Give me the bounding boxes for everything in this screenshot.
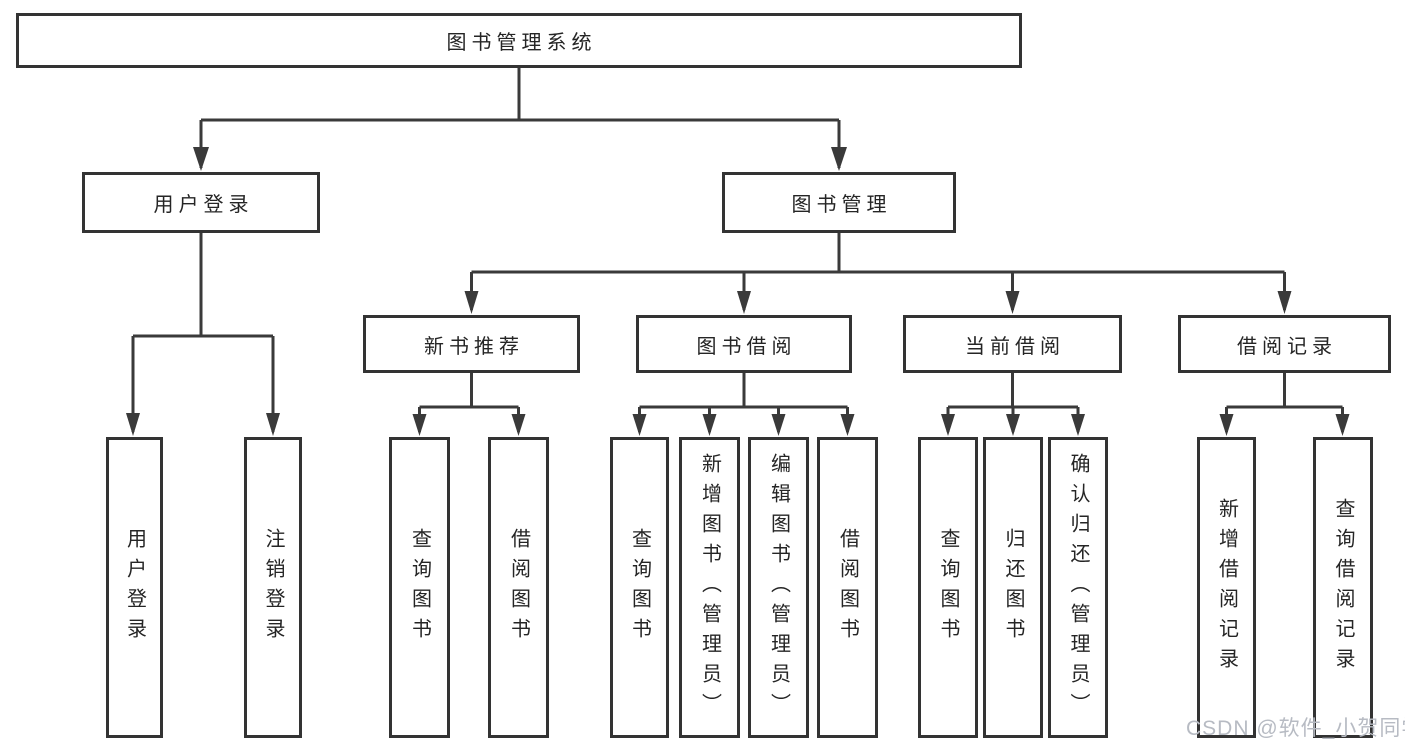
arrowhead xyxy=(771,414,786,436)
node-new-book-recommend-label: 新书推荐 xyxy=(424,335,524,358)
arrowhead xyxy=(1005,291,1020,314)
arrowhead xyxy=(702,414,717,436)
connector-paths xyxy=(131,68,1344,432)
leaf-query-book-3: 查询图书 xyxy=(918,437,978,738)
arrowhead xyxy=(840,414,855,436)
leaf-query-book-2: 查询图书 xyxy=(610,437,669,738)
arrowhead xyxy=(193,147,209,171)
csdn-watermark: CSDN @软件_小贺同学 xyxy=(1186,717,1405,740)
leaf-query-book-1-label: 查询图书 xyxy=(408,527,431,648)
node-current-borrow: 当前借阅 xyxy=(903,315,1122,373)
leaf-add-book-admin-label: 新增图书（管理员） xyxy=(698,452,721,723)
arrowhead xyxy=(511,414,526,436)
node-root: 图书管理系统 xyxy=(16,13,1022,68)
node-root-label: 图书管理系统 xyxy=(446,32,597,54)
leaf-query-book-1: 查询图书 xyxy=(389,437,450,738)
node-user-login: 用户登录 xyxy=(82,172,320,233)
arrowhead xyxy=(1219,414,1234,436)
node-new-book-recommend: 新书推荐 xyxy=(363,315,580,373)
leaf-return-book: 归还图书 xyxy=(983,437,1043,738)
arrowhead xyxy=(266,413,280,436)
arrowhead xyxy=(831,147,847,171)
leaf-query-book-2-label: 查询图书 xyxy=(628,527,651,648)
node-book-borrow-label: 图书借阅 xyxy=(696,335,797,358)
leaf-edit-book-admin: 编辑图书（管理员） xyxy=(748,437,809,738)
node-current-borrow-label: 当前借阅 xyxy=(965,335,1065,358)
leaf-add-borrow-record-label: 新增借阅记录 xyxy=(1215,497,1238,678)
arrowheads xyxy=(126,147,1350,436)
node-borrow-record: 借阅记录 xyxy=(1178,315,1391,373)
node-borrow-record-label: 借阅记录 xyxy=(1237,335,1337,358)
leaf-logout: 注销登录 xyxy=(244,437,302,738)
arrowhead xyxy=(126,413,140,436)
leaf-confirm-return-admin: 确认归还（管理员） xyxy=(1048,437,1108,738)
leaf-query-borrow-record: 查询借阅记录 xyxy=(1313,437,1373,738)
leaf-add-book-admin: 新增图书（管理员） xyxy=(679,437,740,738)
leaf-borrow-book-2: 借阅图书 xyxy=(817,437,878,738)
arrowhead xyxy=(941,414,955,436)
node-book-management-label: 图书管理 xyxy=(791,194,892,216)
arrowhead xyxy=(632,414,647,436)
node-user-login-label: 用户登录 xyxy=(153,194,254,216)
arrowhead xyxy=(737,291,751,314)
leaf-add-borrow-record: 新增借阅记录 xyxy=(1197,437,1256,738)
node-book-management: 图书管理 xyxy=(722,172,956,233)
leaf-borrow-book-1: 借阅图书 xyxy=(488,437,549,738)
node-book-borrow: 图书借阅 xyxy=(636,315,852,373)
arrowhead xyxy=(412,414,427,436)
arrowhead xyxy=(464,291,479,314)
leaf-return-book-label: 归还图书 xyxy=(1002,527,1024,648)
leaf-logout-label: 注销登录 xyxy=(262,527,284,648)
leaf-borrow-book-1-label: 借阅图书 xyxy=(507,527,530,648)
arrowhead xyxy=(1006,414,1020,436)
leaf-user-login-label: 用户登录 xyxy=(123,527,146,648)
arrowhead xyxy=(1071,414,1085,436)
leaf-query-borrow-record-label: 查询借阅记录 xyxy=(1332,497,1354,678)
leaf-user-login: 用户登录 xyxy=(106,437,163,738)
arrowhead xyxy=(1277,291,1292,314)
leaf-edit-book-admin-label: 编辑图书（管理员） xyxy=(767,452,790,723)
leaf-confirm-return-admin-label: 确认归还（管理员） xyxy=(1067,452,1089,723)
leaf-borrow-book-2-label: 借阅图书 xyxy=(836,527,859,648)
leaf-query-book-3-label: 查询图书 xyxy=(937,527,959,648)
arrowhead xyxy=(1335,414,1350,436)
